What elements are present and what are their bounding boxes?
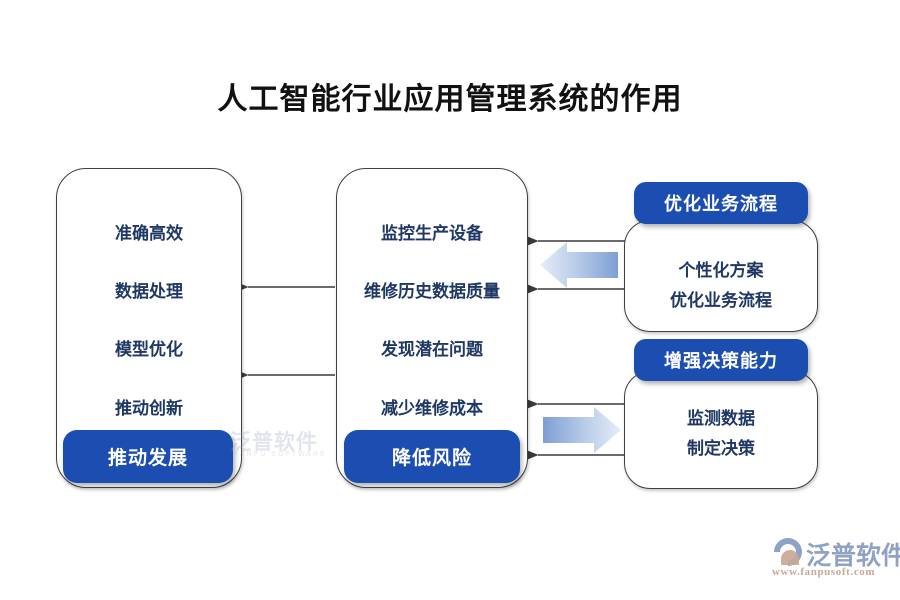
left-column-item-2: 模型优化 [115, 340, 183, 359]
right-card-0-box [624, 220, 818, 332]
block-arrow-upper-left-icon [540, 242, 618, 288]
right-card-0-line-1: 优化业务流程 [670, 291, 772, 310]
middle-column-item-1: 维修历史数据质量 [364, 282, 500, 301]
brand-name: 泛普软件 [806, 542, 900, 570]
middle-column-item-3: 减少维修成本 [381, 399, 483, 418]
right-card-0-line-0: 个性化方案 [678, 261, 764, 280]
right-card-1-header-label: 增强决策能力 [664, 351, 778, 371]
right-card-1-line-0: 监测数据 [687, 409, 755, 428]
middle-column-highlight-button[interactable]: 降低风险 [344, 430, 520, 483]
left-column-highlight-label: 推动发展 [107, 448, 188, 469]
block-arrow-lower-right-icon [543, 407, 621, 453]
middle-column-highlight-label: 降低风险 [391, 448, 472, 469]
right-card-1-header-button[interactable]: 增强决策能力 [634, 339, 808, 381]
brand-logo: 泛普软件 www.fanpusoft.com [770, 536, 900, 586]
middle-column-item-0: 监控生产设备 [381, 224, 483, 243]
right-card-1-box [624, 371, 818, 489]
right-card-1-line-1: 制定决策 [687, 439, 755, 458]
right-card-0-header-label: 优化业务流程 [664, 194, 778, 214]
left-column-highlight-button[interactable]: 推动发展 [63, 430, 233, 483]
left-column-item-3: 推动创新 [115, 399, 183, 418]
brand-logo-mark-icon [774, 538, 802, 566]
middle-column-item-2: 发现潜在问题 [381, 340, 483, 359]
brand-url: www.fanpusoft.com [772, 566, 876, 578]
page-title: 人工智能行业应用管理系统的作用 [217, 83, 683, 116]
left-column-item-1: 数据处理 [115, 282, 183, 301]
right-card-0-header-button[interactable]: 优化业务流程 [634, 182, 808, 224]
left-column-item-0: 准确高效 [115, 224, 183, 243]
